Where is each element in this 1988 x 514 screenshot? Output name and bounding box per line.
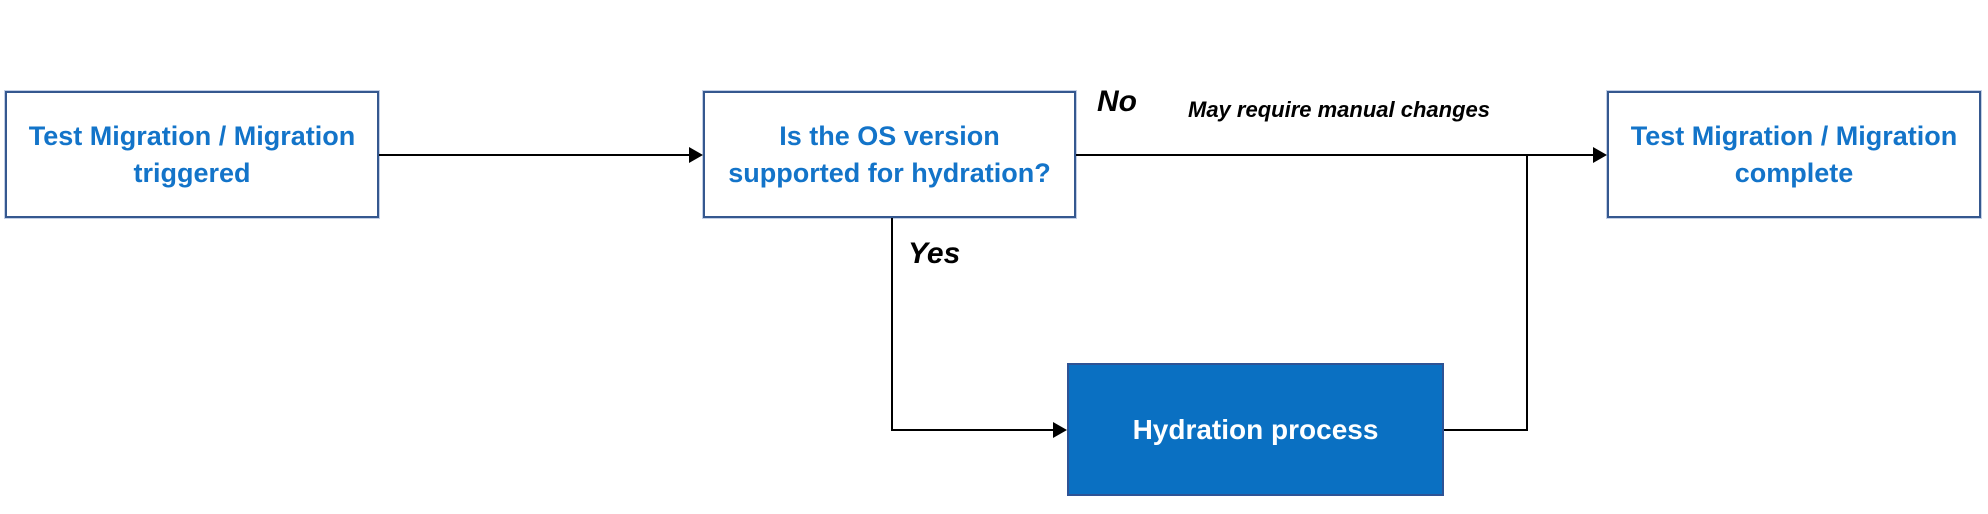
node-hydration: Hydration process — [1067, 363, 1444, 496]
edge-yes-horizontal-line — [891, 429, 1056, 431]
edge-no-label: No — [1097, 85, 1137, 118]
edge-start-decision-line — [379, 154, 693, 156]
node-decision-label: Is the OS version supported for hydratio… — [728, 120, 1051, 188]
edge-return-vertical-line — [1526, 154, 1528, 431]
edge-yes-label: Yes — [908, 237, 961, 270]
node-complete: Test Migration / Migration complete — [1607, 91, 1981, 218]
edge-yes-vertical-line — [891, 218, 893, 431]
edge-no-line — [1076, 154, 1596, 156]
node-decision: Is the OS version supported for hydratio… — [703, 91, 1076, 218]
node-hydration-label: Hydration process — [1132, 414, 1379, 445]
node-start: Test Migration / Migration triggered — [5, 91, 379, 218]
edge-yes-arrowhead-icon — [1053, 422, 1067, 438]
edge-no-arrowhead-icon — [1593, 147, 1607, 163]
edge-return-horizontal-line — [1444, 429, 1528, 431]
node-complete-label: Test Migration / Migration complete — [1630, 120, 1958, 188]
edge-no-note: May require manual changes — [1188, 97, 1490, 122]
node-start-label: Test Migration / Migration triggered — [28, 120, 356, 188]
edge-start-decision-arrowhead-icon — [689, 147, 703, 163]
